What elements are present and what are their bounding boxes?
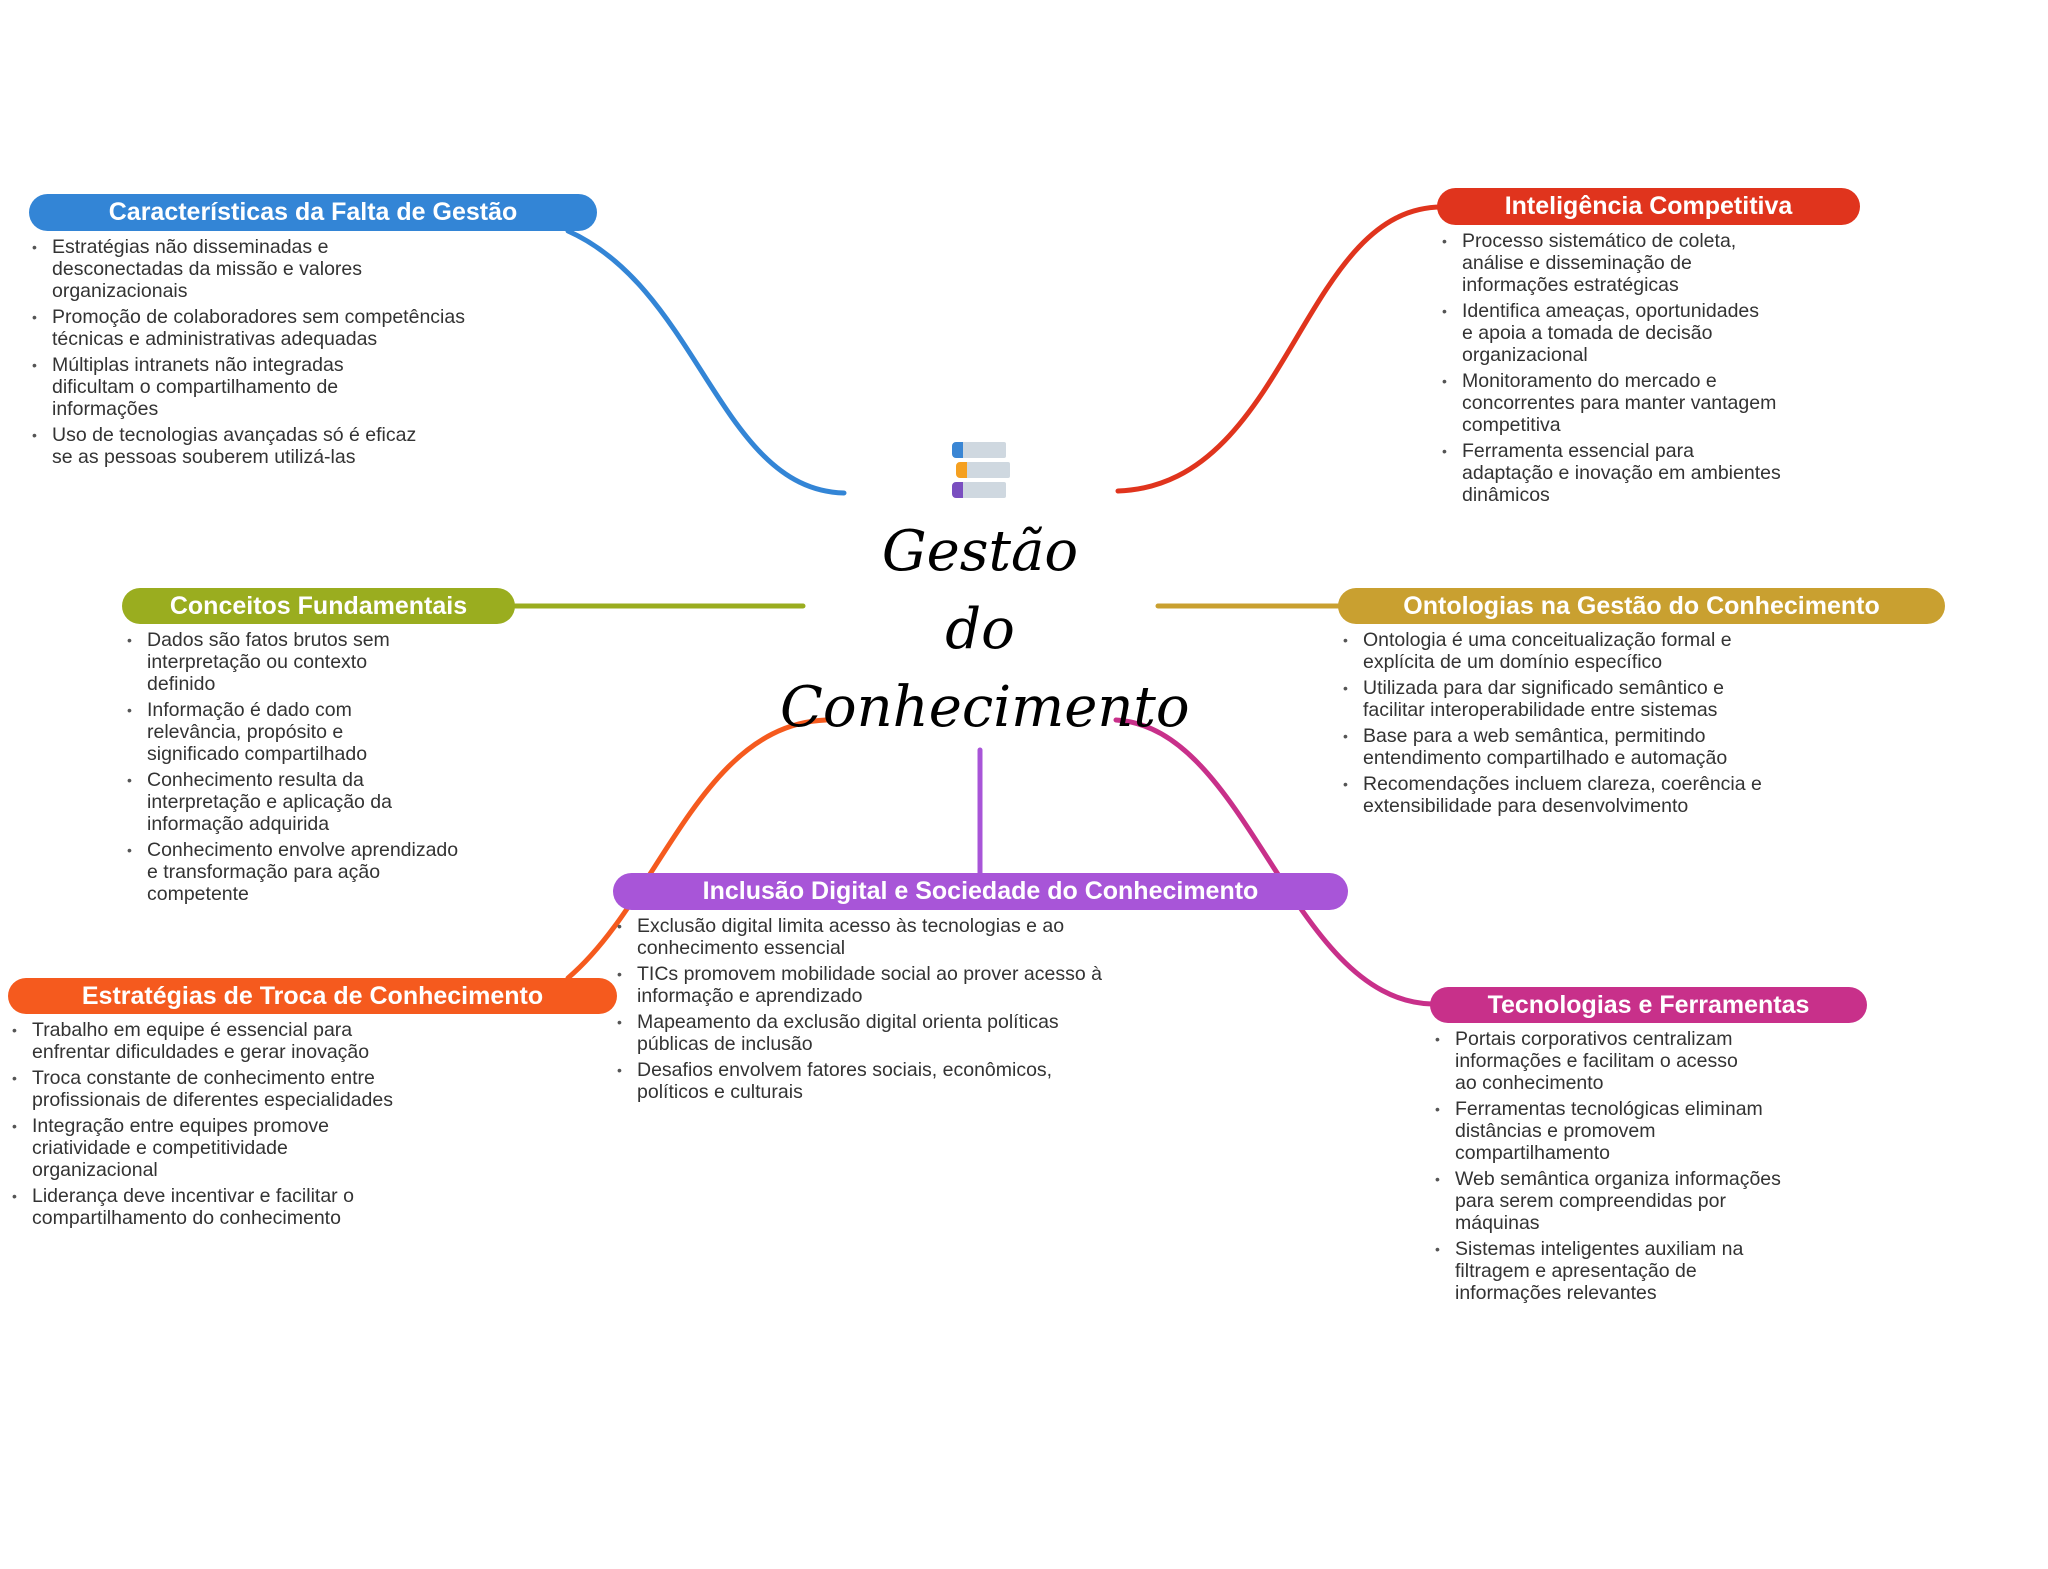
list-item: Processo sistemático de coleta, análise …	[1442, 230, 1781, 296]
list-conceitos-fundamentais: Dados são fatos brutos sem interpretação…	[127, 629, 458, 909]
list-item: Troca constante de conhecimento entre pr…	[12, 1067, 393, 1111]
list-item: Utilizada para dar significado semântico…	[1343, 677, 1762, 721]
list-item: Uso de tecnologias avançadas só é eficaz…	[32, 424, 465, 468]
list-item: Trabalho em equipe é essencial para enfr…	[12, 1019, 393, 1063]
connector-tecnologias	[1113, 717, 1435, 1007]
list-item: Ferramenta essencial para adaptação e in…	[1442, 440, 1781, 506]
list-ontologias: Ontologia é uma conceitualização formal …	[1343, 629, 1762, 821]
list-item: Sistemas inteligentes auxiliam na filtra…	[1435, 1238, 1781, 1304]
list-item: Mapeamento da exclusão digital orienta p…	[617, 1011, 1102, 1055]
topic-conceitos-fundamentais[interactable]: Conceitos Fundamentais	[122, 588, 515, 624]
connector-troca	[565, 717, 829, 981]
list-falta-de-gestao: Estratégias não disseminadas e desconect…	[32, 236, 465, 472]
connector-falta	[565, 228, 847, 496]
list-inclusao-digital: Exclusão digital limita acesso às tecnol…	[617, 915, 1102, 1107]
books-icon	[950, 440, 1010, 502]
list-item: Base para a web semântica, permitindo en…	[1343, 725, 1762, 769]
list-item: TICs promovem mobilidade social ao prove…	[617, 963, 1102, 1007]
list-item: Conhecimento resulta da interpretação e …	[127, 769, 458, 835]
list-item: Estratégias não disseminadas e desconect…	[32, 236, 465, 302]
list-item: Múltiplas intranets não integradas dific…	[32, 354, 465, 420]
list-tecnologias-ferramentas: Portais corporativos centralizam informa…	[1435, 1028, 1781, 1308]
list-estrategias-troca: Trabalho em equipe é essencial para enfr…	[12, 1019, 393, 1233]
central-title: Gestão do Conhecimento	[780, 519, 1190, 740]
list-item: Liderança deve incentivar e facilitar o …	[12, 1185, 393, 1229]
connector-inteligencia	[1115, 204, 1445, 494]
topic-estrategias-troca[interactable]: Estratégias de Troca de Conhecimento	[8, 978, 617, 1014]
list-item: Conhecimento envolve aprendizado e trans…	[127, 839, 458, 905]
topic-tecnologias-ferramentas[interactable]: Tecnologias e Ferramentas	[1430, 987, 1867, 1023]
list-item: Dados são fatos brutos sem interpretação…	[127, 629, 458, 695]
list-item: Portais corporativos centralizam informa…	[1435, 1028, 1781, 1094]
list-item: Promoção de colaboradores sem competênci…	[32, 306, 465, 350]
list-item: Web semântica organiza informações para …	[1435, 1168, 1781, 1234]
topic-falta-de-gestao[interactable]: Características da Falta de Gestão	[29, 194, 597, 231]
topic-inteligencia-competitiva[interactable]: Inteligência Competitiva	[1437, 188, 1860, 225]
list-item: Recomendações incluem clareza, coerência…	[1343, 773, 1762, 817]
list-item: Ontologia é uma conceitualização formal …	[1343, 629, 1762, 673]
list-item: Desafios envolvem fatores sociais, econô…	[617, 1059, 1102, 1103]
topic-inclusao-digital[interactable]: Inclusão Digital e Sociedade do Conhecim…	[613, 873, 1348, 910]
list-item: Ferramentas tecnológicas eliminam distân…	[1435, 1098, 1781, 1164]
list-item: Informação é dado com relevância, propós…	[127, 699, 458, 765]
list-item: Identifica ameaças, oportunidades e apoi…	[1442, 300, 1781, 366]
list-inteligencia-competitiva: Processo sistemático de coleta, análise …	[1442, 230, 1781, 510]
list-item: Exclusão digital limita acesso às tecnol…	[617, 915, 1102, 959]
central-topic[interactable]: Gestão do Conhecimento	[780, 440, 1190, 747]
list-item: Monitoramento do mercado e concorrentes …	[1442, 370, 1781, 436]
topic-ontologias[interactable]: Ontologias na Gestão do Conhecimento	[1338, 588, 1945, 624]
list-item: Integração entre equipes promove criativ…	[12, 1115, 393, 1181]
